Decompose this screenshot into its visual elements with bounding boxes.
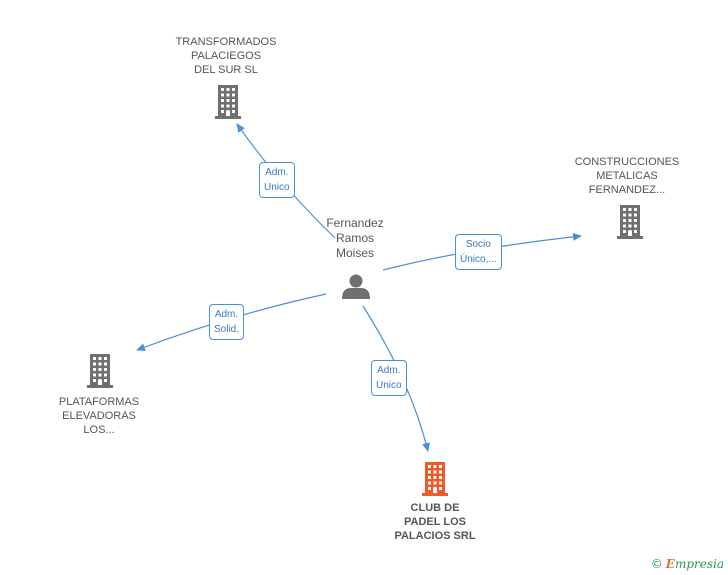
relation-label-transformados[interactable]: Adm. Unico [259, 162, 295, 198]
building-icon-club[interactable] [422, 462, 448, 496]
company-name-line: LOS... [83, 424, 115, 436]
person-icon[interactable] [342, 274, 370, 300]
company-name-line: ELEVADORAS [62, 410, 136, 422]
relation-label-construcciones[interactable]: Socio Único,... [455, 234, 502, 270]
brand-name: mpresia [674, 557, 724, 571]
building-icon-construcciones[interactable] [617, 205, 643, 239]
relation-line: Socio [465, 239, 491, 250]
relation-line: Adm. [214, 309, 239, 320]
company-label-construcciones[interactable]: CONSTRUCCIONES METALICAS FERNANDEZ... [575, 155, 680, 197]
company-name-line: CONSTRUCCIONES [574, 156, 680, 168]
company-name-line: DEL SUR SL [194, 64, 258, 76]
company-label-club[interactable]: CLUB DE PADEL LOS PALACIOS SRL [394, 501, 475, 543]
company-name-line: PALACIEGOS [190, 50, 262, 62]
company-name-line: PLATAFORMAS [58, 396, 140, 408]
person-name-line: Moises [335, 246, 374, 260]
relation-line: Unico [376, 380, 402, 391]
relation-line: Unico [264, 182, 290, 193]
company-name-line: METALICAS [596, 170, 658, 182]
company-label-plataformas[interactable]: PLATAFORMAS ELEVADORAS LOS... [59, 395, 139, 437]
relation-line: Único,... [460, 254, 497, 265]
building-icon-transformados[interactable] [215, 85, 241, 119]
person-name-label[interactable]: Fernandez Ramos Moises [326, 216, 383, 261]
person-name-line: Fernandez [326, 216, 384, 230]
relation-label-plataformas[interactable]: Adm. Solid. [209, 304, 245, 340]
relation-line: Adm. [265, 167, 289, 178]
company-name-line: PALACIOS SRL [394, 530, 476, 542]
brand-initial: E [665, 557, 675, 571]
company-label-transformados[interactable]: TRANSFORMADOS PALACIEGOS DEL SUR SL [176, 35, 277, 77]
relation-line: Adm. [377, 365, 401, 376]
copyright-icon: © [650, 557, 663, 571]
relation-label-club[interactable]: Adm. Unico [371, 360, 407, 396]
company-name-line: TRANSFORMADOS [175, 36, 277, 48]
company-name-line: CLUB DE [410, 502, 460, 514]
empresia-watermark: ©Empresia [651, 557, 724, 571]
company-name-line: PADEL LOS [404, 516, 466, 528]
company-name-line: FERNANDEZ... [588, 184, 666, 196]
building-icon-plataformas[interactable] [87, 354, 113, 388]
relation-line: Solid. [214, 324, 240, 335]
person-name-line: Ramos [335, 231, 374, 245]
